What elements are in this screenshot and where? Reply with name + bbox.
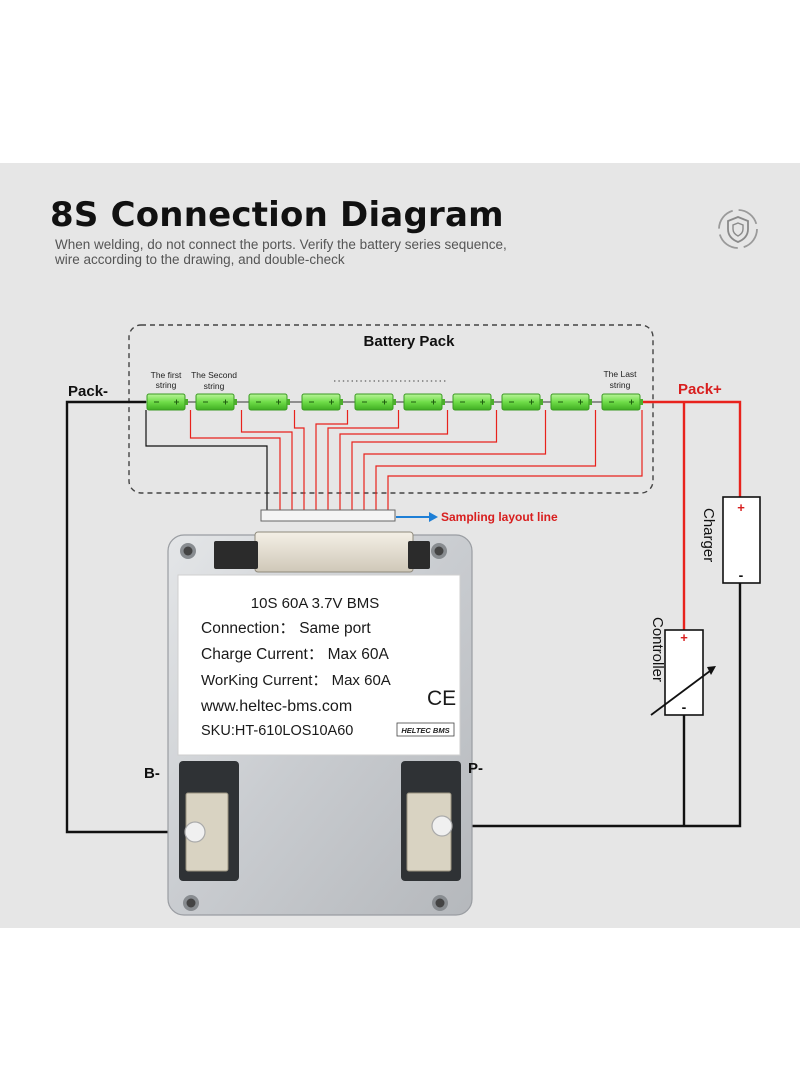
sampling-wire-7 (351, 410, 498, 510)
bms-balance-connector (254, 531, 414, 573)
second-string-label-line2: string (204, 381, 225, 391)
bms-label-line3: Charge Current： Max 60A (201, 646, 389, 663)
sampling-wire-10 (387, 410, 643, 510)
pack-plus-wire (640, 400, 742, 497)
battery-cell-3 (248, 393, 290, 411)
sampling-wire-2 (240, 410, 293, 510)
svg-text:HELTEC BMS: HELTEC BMS (401, 726, 449, 735)
battery-cell-7 (452, 393, 494, 411)
sampling-connector (260, 509, 396, 522)
sampling-wire-8 (363, 410, 547, 510)
sampling-wire-9 (375, 410, 597, 510)
last-string-label-line2: string (610, 380, 631, 390)
subtitle-line-2: wire according to the drawing, and doubl… (55, 252, 345, 267)
controller-plus-sign: + (680, 630, 688, 645)
pack-minus-label: Pack- (68, 383, 108, 400)
sampling-wire-1 (189, 410, 281, 510)
charger-label: Charger (700, 508, 717, 562)
pack-minus-wire (65, 400, 195, 834)
bms-screw-bottom-right (432, 895, 448, 911)
battery-cell-8 (501, 393, 543, 411)
p-minus-screw (431, 815, 453, 837)
p-minus-label: P- (468, 760, 483, 777)
battery-cell-4 (301, 393, 343, 411)
b-minus-screw (184, 821, 206, 843)
bms-screw-top-right (431, 543, 447, 559)
p-minus-wire (442, 583, 742, 828)
sampling-wire-4 (315, 410, 349, 510)
variable-resistor-arrow (650, 667, 715, 716)
pack-plus-label: Pack+ (678, 381, 722, 398)
sampling-wire-3 (293, 410, 305, 510)
battery-cell-9 (550, 393, 592, 411)
bms-screw-top-left (180, 543, 196, 559)
battery-cell-10 (601, 393, 643, 411)
bms-website: www.heltec-bms.com (200, 698, 352, 715)
sampling-wires (145, 410, 643, 510)
page-subtitle: When welding, do not connect the ports. … (55, 237, 635, 267)
battery-cells (146, 393, 643, 411)
first-string-label-line2: string (156, 380, 177, 390)
battery-cell-6 (403, 393, 445, 411)
bms-sku: SKU:HT-610LOS10A60 (201, 723, 353, 739)
charger: + - Charger (700, 496, 761, 584)
battery-pack-title: Battery Pack (364, 333, 456, 350)
b-minus-label: B- (144, 765, 160, 782)
sampling-wire-6 (339, 410, 449, 510)
first-string-label-line1: The first (151, 370, 182, 380)
bms-label-line1: 10S 60A 3.7V BMS (251, 595, 379, 612)
battery-cell-5 (354, 393, 396, 411)
shield-gear-icon (718, 209, 758, 249)
bms-board: 10S 60A 3.7V BMS Connection： Same port C… (167, 531, 473, 916)
bms-label-line4: WorKing Current： Max 60A (201, 672, 391, 689)
last-string-label-line1: The Last (603, 369, 637, 379)
charger-plus-sign: + (737, 500, 745, 515)
sampling-wire-5 (327, 410, 400, 510)
second-string-label-line1: The Second (191, 370, 237, 380)
subtitle-line-1: When welding, do not connect the ports. … (55, 237, 507, 252)
heltec-logo: HELTEC BMS (396, 722, 455, 737)
bms-label-line2: Connection： Same port (201, 620, 371, 637)
controller: + - Controller (649, 617, 716, 716)
page-title: 8S Connection Diagram (50, 195, 504, 235)
ce-mark: CE (427, 687, 456, 710)
sampling-layout-label: Sampling layout line (441, 510, 558, 524)
bms-screw-bottom-left (183, 895, 199, 911)
battery-cell-1 (146, 393, 188, 411)
controller-label: Controller (649, 617, 666, 682)
controller-minus-sign: - (682, 699, 687, 715)
sampling-arrowhead (429, 512, 438, 522)
battery-pack-enclosure (128, 324, 654, 494)
charger-minus-sign: - (739, 567, 744, 583)
battery-cell-2 (195, 393, 237, 411)
sampling-wire-0 (145, 410, 268, 510)
